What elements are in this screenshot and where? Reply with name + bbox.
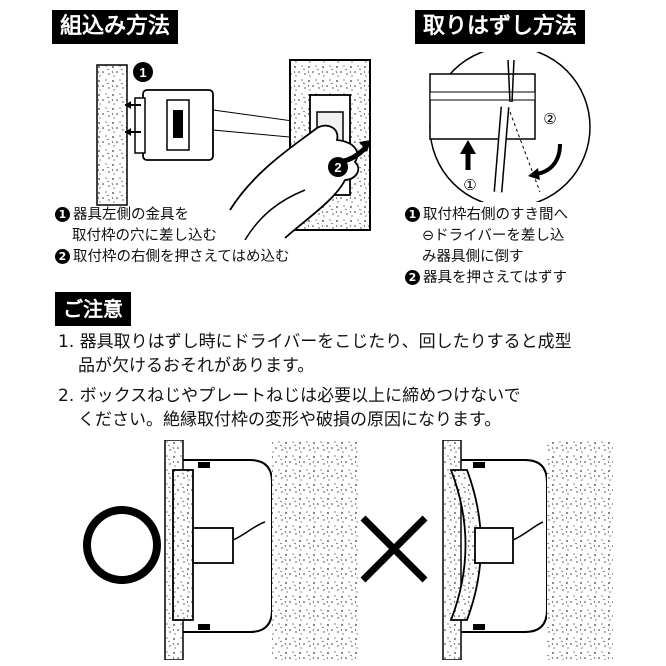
wrong-diagram [360, 440, 613, 660]
caution-note2-line2: ください。絶縁取付枠の変形や破損の原因になります。 [78, 410, 502, 430]
assembly-diagram-num2: 2 [334, 160, 341, 175]
assembly-step1-line2: 取付枠の穴に差し込む [72, 228, 217, 244]
circle-ok-icon [83, 506, 161, 584]
assembly-illustration: 1 2 [96, 59, 371, 240]
cross-ng-icon [360, 515, 428, 583]
assembly-heading: 組込み方法 [52, 10, 179, 44]
removal-diagram-num1: ① [463, 176, 476, 194]
removal-step1-cont: ⊖ドライバーを差し込 [422, 227, 564, 246]
caution-note2: 2. ボックスねじやプレートねじは必要以上に締めつけないで [58, 384, 521, 409]
removal-step1-line3: み器具側に倒す [422, 249, 524, 265]
caution-note2-cont: ください。絶縁取付枠の変形や破損の原因になります。 [78, 408, 501, 433]
assembly-step1-cont: 取付枠の穴に差し込む [72, 227, 217, 246]
removal-illustration: ① ② [429, 52, 591, 202]
step-number-badge: 1 [405, 207, 420, 222]
note-marker: 1. [58, 332, 75, 352]
removal-step1-line1: 取付枠右側のすき間へ [423, 207, 568, 223]
caution-note1-line1: 器具取りはずし時にドライバーをこじたり、回したりすると成型 [79, 332, 572, 352]
step-number-badge: 2 [405, 270, 420, 285]
correct-diagram [83, 440, 358, 660]
caution-note2-line1: ボックスねじやプレートねじは必要以上に締めつけないで [79, 386, 521, 406]
removal-heading: 取りはずし方法 [415, 10, 586, 44]
assembly-step2-line1: 取付枠の右側を押さえてはめ込む [73, 249, 290, 265]
removal-step1-cont2: み器具側に倒す [422, 248, 524, 267]
removal-diagram-num2: ② [543, 110, 556, 128]
assembly-diagram-num1: 1 [139, 65, 146, 80]
removal-step2-line1: 器具を押さえてはずす [423, 270, 567, 286]
assembly-step1-line1: 器具左側の金具を [73, 207, 189, 223]
note-marker: 2. [58, 386, 75, 406]
removal-step1-line2: ⊖ドライバーを差し込 [422, 228, 565, 244]
step-number-badge: 1 [55, 207, 70, 222]
step-number-badge: 2 [55, 249, 70, 264]
caution-heading: ご注意 [55, 292, 131, 326]
caution-note1-cont: 品が欠けるおそれがあります。 [78, 354, 314, 379]
caution-note1: 1. 器具取りはずし時にドライバーをこじたり、回したりすると成型 [58, 330, 572, 355]
caution-note1-line2: 品が欠けるおそれがあります。 [78, 356, 315, 376]
